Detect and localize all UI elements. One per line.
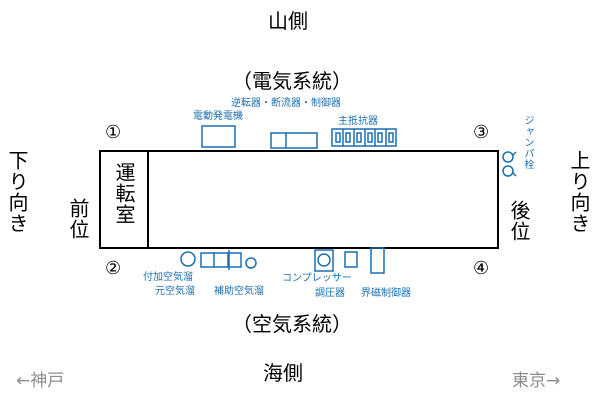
aux-reservoir-circle [180,251,196,267]
car-body-outline [99,150,499,249]
motor-generator-label: 電動発電機 [193,111,243,122]
motor-generator-box [201,125,236,148]
compressor-label: コンプレッサー [282,273,352,284]
field-controller-box [370,247,385,274]
main-reservoir-box [200,252,242,268]
compressor-circle [317,253,331,267]
main-resistor-box [331,128,397,147]
rear-position-label: 後位 [507,200,531,242]
position-4-label: ④ [473,258,490,279]
kobe-direction-label: ←神戸 [16,371,65,391]
electric-system-label: （電気系統） [232,69,352,93]
inverter-breaker-controller-box [270,132,318,149]
tokyo-direction-label: 東京→ [512,371,561,391]
position-2-label: ② [105,258,122,279]
supp-reservoir-circle [245,257,257,269]
pressure-regulator-box [344,251,358,268]
inverter-breaker-controller-label: 逆転器・断流器・制御器 [231,98,341,109]
aux-reservoir-label: 付加空気溜 [143,272,193,283]
jumper-socket-lower [502,165,514,177]
field-controller-label: 界磁制御器 [361,288,411,299]
pressure-regulator-label: 調圧器 [315,288,345,299]
down-direction-label: 下り向き [5,150,29,234]
main-reservoir-label: 元空気溜 [155,286,195,297]
cab-label: 運転室 [112,162,136,225]
main-resistor-label: 主抵抗器 [338,116,378,127]
position-3-label: ③ [473,122,490,143]
compressor-box [314,249,334,272]
mountain-side-label: 山側 [268,9,308,33]
front-position-label: 前位 [66,198,90,240]
jumper-socket-label: ジャンパ栓 [522,115,533,170]
sea-side-label: 海側 [263,361,303,385]
position-1-label: ① [105,122,122,143]
up-direction-label: 上り向き [567,150,591,234]
supp-reservoir-label: 補助空気溜 [214,286,264,297]
jumper-socket-upper [502,151,514,163]
air-system-label: （空気系統） [232,312,352,336]
